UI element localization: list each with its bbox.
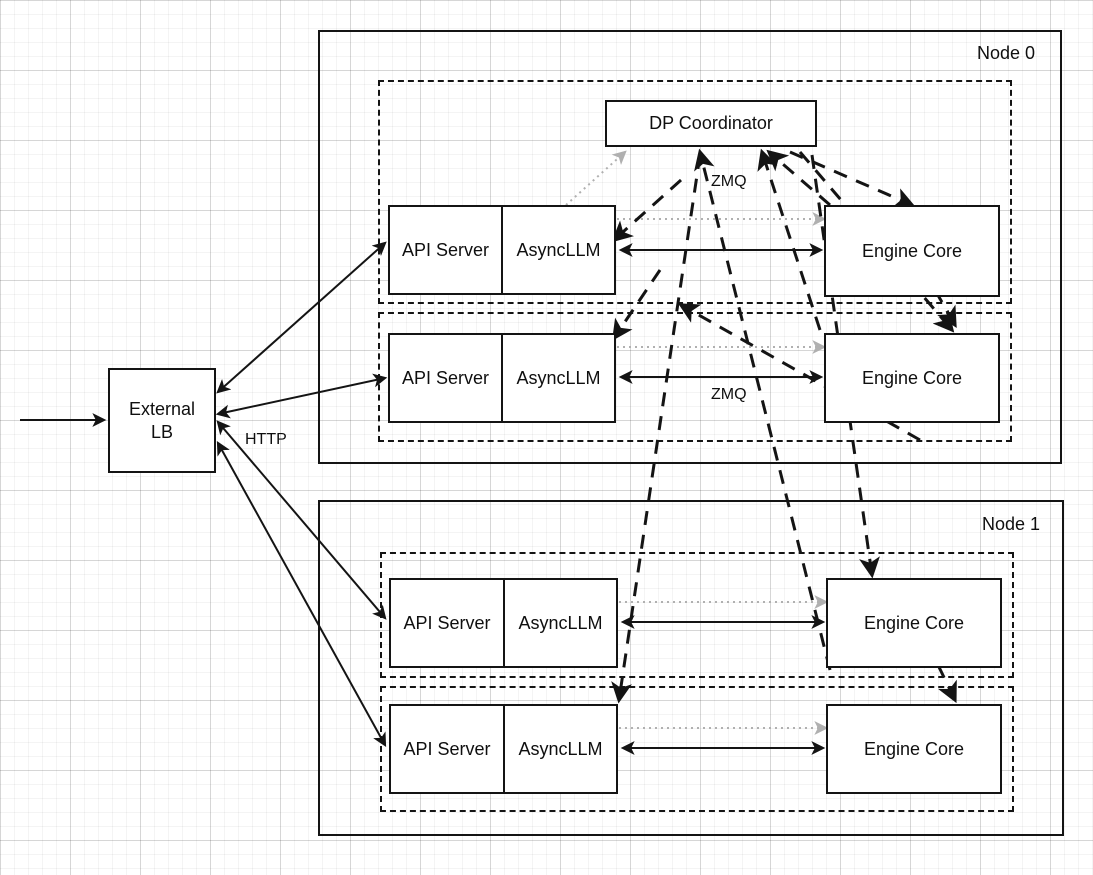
node-box-node1 xyxy=(318,500,1064,836)
edge-lb-to-node0-api1 xyxy=(215,373,388,419)
edge-dashed-to-n0g1-asyncllm xyxy=(612,269,662,341)
http-label: HTTP xyxy=(245,431,287,448)
edge-coordinator-from-n0g1-engine xyxy=(757,148,822,331)
dp-coordinator-box[interactable]: DP Coordinator xyxy=(605,100,817,147)
edge-coordinator-to-n1g1-engine xyxy=(611,154,702,704)
api-unit-node0-dp1[interactable]: API Server AsyncLLM xyxy=(388,333,616,423)
zmq-label-node0-dp0: ZMQ xyxy=(711,173,747,190)
asyncllm-cell[interactable]: AsyncLLM xyxy=(518,612,603,633)
api-server-cell[interactable]: API Server xyxy=(391,706,505,792)
engine-core-node0-dp1[interactable]: Engine Core xyxy=(824,333,1000,423)
external-lb-label-line2: LB xyxy=(150,421,174,442)
edge-coordinator-from-n1g0-engine xyxy=(694,148,832,671)
edge-lb-to-node0-api0 xyxy=(216,241,387,394)
edge-coordinator-from-n0g0-engine xyxy=(766,149,831,207)
zmq-label-node0-dp1: ZMQ xyxy=(711,386,747,403)
node-label-node1: Node 1 xyxy=(982,514,1041,534)
asyncllm-cell[interactable]: AsyncLLM xyxy=(516,367,601,388)
external-lb-label-line1: External xyxy=(128,399,196,419)
edge-n1g0-engine-to-n1g1-engine xyxy=(936,664,957,704)
api-unit-node0-dp0[interactable]: API Server AsyncLLM xyxy=(388,205,616,295)
node-label-node0: Node 0 xyxy=(977,43,1036,63)
engine-core-node1-dp0[interactable]: Engine Core xyxy=(826,578,1002,668)
group-box-node0-dp1 xyxy=(378,312,1012,442)
edge-asyncllm-to-coordinator-dotted xyxy=(565,150,627,206)
edge-coordinator-from-n1g1-engine xyxy=(677,303,921,442)
api-server-cell[interactable]: API Server xyxy=(391,580,505,666)
api-unit-node1-dp1[interactable]: API Server AsyncLLM xyxy=(389,704,618,794)
group-box-node0-dp0 xyxy=(378,80,1012,304)
edge-lb-to-node1-api1 xyxy=(216,440,387,748)
edge-dashed-to-n0g0-asyncllm xyxy=(611,178,683,243)
api-server-cell[interactable]: API Server xyxy=(390,207,503,293)
engine-core-node0-dp0[interactable]: Engine Core xyxy=(824,205,1000,297)
engine-core-node1-dp1[interactable]: Engine Core xyxy=(826,704,1002,794)
group-box-node1-dp1 xyxy=(380,686,1014,812)
edge-coordinator-to-n0g1-engine xyxy=(798,151,955,333)
api-server-cell[interactable]: API Server xyxy=(390,335,503,421)
api-unit-node1-dp0[interactable]: API Server AsyncLLM xyxy=(389,578,618,668)
asyncllm-cell[interactable]: AsyncLLM xyxy=(518,738,603,759)
asyncllm-cell[interactable]: AsyncLLM xyxy=(516,239,601,260)
external-lb-box[interactable]: External LB xyxy=(108,368,216,473)
node-box-node0 xyxy=(318,30,1062,464)
group-box-node1-dp0 xyxy=(380,552,1014,678)
